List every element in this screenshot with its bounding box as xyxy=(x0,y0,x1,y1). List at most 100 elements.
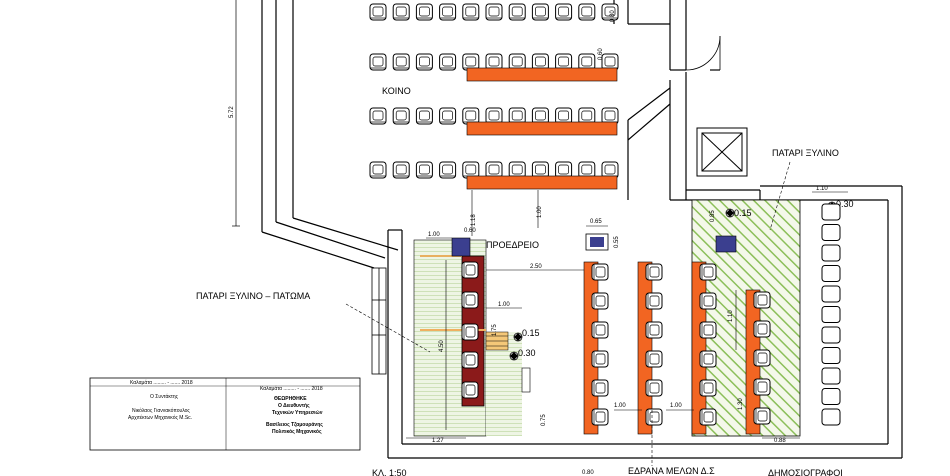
dim-055: 0.55 xyxy=(614,236,620,248)
svg-text:Τεχνικών Υπηρεσιών: Τεχνικών Υπηρεσιών xyxy=(272,410,323,416)
public-seat xyxy=(555,107,573,125)
dim-080: 0.80 xyxy=(610,10,616,22)
dim-fragment: 0.80 xyxy=(582,470,594,476)
dim-130: 1.30 xyxy=(738,398,744,410)
label-koino: ΚΟΙΝΟ xyxy=(382,86,411,96)
dim-100-mid: 1.00 xyxy=(537,206,543,218)
public-seat xyxy=(392,107,410,125)
council-seat xyxy=(753,378,771,396)
public-seat xyxy=(462,53,480,71)
council-seat xyxy=(645,408,663,426)
council-seat xyxy=(699,321,717,339)
public-seat xyxy=(555,161,573,179)
public-seat xyxy=(369,3,387,21)
svg-text:Ο Διευθυντής: Ο Διευθυντής xyxy=(278,403,310,409)
council-seat xyxy=(591,379,609,397)
council-desk xyxy=(583,261,599,435)
council-seat xyxy=(753,320,771,338)
dim-060: 0.60 xyxy=(598,48,604,60)
public-seat xyxy=(531,107,549,125)
council-seat xyxy=(591,263,609,281)
public-seat xyxy=(369,53,387,71)
dim-088: 0.88 xyxy=(774,438,786,444)
dim-572: 5.72 xyxy=(229,0,240,227)
svg-text:0.30: 0.30 xyxy=(836,199,854,209)
council-seat xyxy=(591,408,609,426)
council-seat xyxy=(645,350,663,368)
dim-060b: 0.60 xyxy=(464,228,476,234)
public-seat xyxy=(439,3,457,21)
presidium-seat xyxy=(461,323,479,341)
walls xyxy=(261,0,903,459)
dim-110: 1.10 xyxy=(816,186,828,192)
public-seat xyxy=(531,161,549,179)
dim-250: 2.50 xyxy=(530,264,542,270)
journalist-seats xyxy=(821,203,841,426)
public-seat xyxy=(439,107,457,125)
label-edrana: ΕΔΡΑΝΑ ΜΕΛΩΝ Δ.Σ xyxy=(628,466,715,476)
public-seat xyxy=(415,107,433,125)
public-seat xyxy=(485,53,503,71)
presidium-seat xyxy=(461,381,479,399)
dim-085: 0.85 xyxy=(710,210,716,222)
public-seat xyxy=(485,3,503,21)
dim-075: 0.75 xyxy=(541,414,547,426)
dim-100-left: 1.00 xyxy=(428,232,440,238)
public-seat xyxy=(578,3,596,21)
dim-450: 4.50 xyxy=(439,340,445,352)
journalist-seat xyxy=(821,224,841,241)
svg-text:Πολιτικός Μηχανικός: Πολιτικός Μηχανικός xyxy=(272,429,322,435)
label-patari-top: ΠΑΤΑΡΙ ΞΥΛΙΝΟ xyxy=(772,148,839,158)
label-dimosiografoi: ΔΗΜΟΣΙΟΓΡΑΦΟΙ xyxy=(768,468,843,476)
public-seat xyxy=(555,53,573,71)
public-seat xyxy=(485,107,503,125)
council-seat xyxy=(699,350,717,368)
public-seat xyxy=(415,161,433,179)
presidium-seat xyxy=(461,351,479,369)
title-block: Καλαμάτα ......... - ....... 2018 Καλαμά… xyxy=(89,377,361,451)
council-desk xyxy=(637,261,653,435)
public-seat xyxy=(439,161,457,179)
svg-text:0.30: 0.30 xyxy=(518,348,536,358)
public-seat xyxy=(369,107,387,125)
council-seat xyxy=(699,379,717,397)
dim-100-table: 1.00 xyxy=(498,302,510,308)
public-seat xyxy=(439,53,457,71)
council-seat xyxy=(699,292,717,310)
public-seat xyxy=(508,161,526,179)
svg-text:Ο Συντάκτης: Ο Συντάκτης xyxy=(150,393,179,400)
door-arc xyxy=(685,35,721,71)
svg-text:Καλαμάτα ......... - ....... 2: Καλαμάτα ......... - ....... 2018 xyxy=(130,379,193,386)
council-seat xyxy=(645,379,663,397)
svg-text:Αρχιτέκτων Μηχανικός M.Sc.: Αρχιτέκτων Μηχανικός M.Sc. xyxy=(128,414,192,421)
svg-text:Βασίλειος Τζαμουράνης: Βασίλειος Τζαμουράνης xyxy=(266,422,323,428)
council-seat xyxy=(699,263,717,281)
public-seat xyxy=(415,53,433,71)
public-seat xyxy=(415,3,433,21)
public-seat xyxy=(601,53,619,71)
public-seat xyxy=(369,161,387,179)
council-seat xyxy=(591,350,609,368)
council-seat xyxy=(753,407,771,425)
public-seat xyxy=(462,3,480,21)
svg-text:5.72: 5.72 xyxy=(229,106,235,118)
label-scale: ΚΛ. 1:50 xyxy=(372,468,407,476)
presidium-seat xyxy=(461,261,479,279)
svg-text:0.15: 0.15 xyxy=(734,208,752,218)
lectern xyxy=(451,237,471,257)
label-patari-patoma: ΠΑΤΑΡΙ ΞΥΛΙΝΟ – ΠΑΤΩΜΑ xyxy=(196,291,310,301)
public-seat xyxy=(578,107,596,125)
journalist-seat xyxy=(821,326,841,344)
journalist-seat xyxy=(821,265,841,282)
public-seat xyxy=(601,107,619,125)
desk-box-2 xyxy=(715,235,737,253)
journalist-seat xyxy=(821,408,841,426)
council-seat xyxy=(645,321,663,339)
dim-118: 1.18 xyxy=(471,214,477,226)
council-seat xyxy=(591,321,609,339)
public-seat xyxy=(531,3,549,21)
journalist-seat xyxy=(821,347,841,364)
public-seat xyxy=(555,3,573,21)
public-seat xyxy=(392,161,410,179)
